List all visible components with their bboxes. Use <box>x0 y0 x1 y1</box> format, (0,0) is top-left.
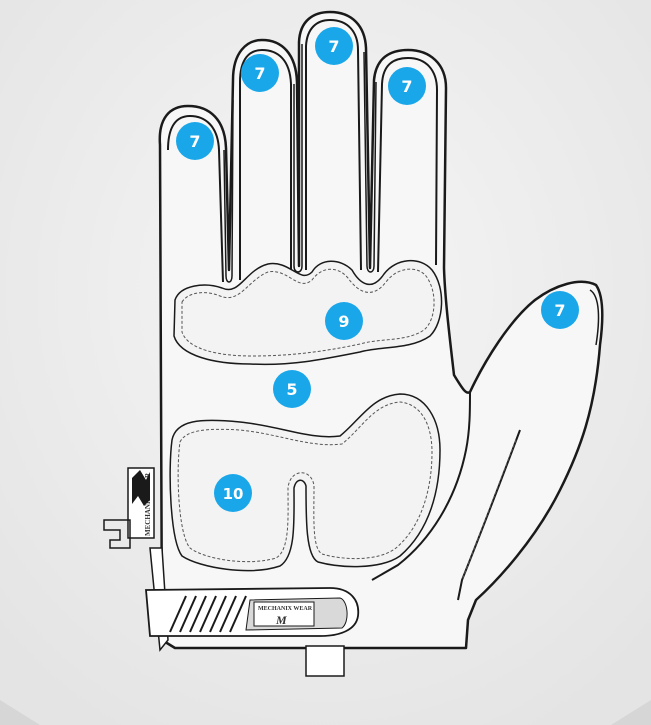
marker-palm-pad: 10 <box>214 474 252 512</box>
marker-thumb: 7 <box>541 291 579 329</box>
strap-label: MECHANIX WEAR <box>258 606 313 612</box>
marker-label: 7 <box>554 301 565 320</box>
marker-finger-index: 7 <box>388 67 426 105</box>
marker-label: 10 <box>223 485 244 503</box>
marker-palm: 5 <box>273 370 311 408</box>
marker-finger-ring: 7 <box>241 54 279 92</box>
marker-label: 9 <box>338 312 349 331</box>
marker-knuckle-pad: 9 <box>325 302 363 340</box>
marker-label: 7 <box>189 132 200 151</box>
cuff-loop <box>306 646 344 676</box>
marker-label: 7 <box>254 64 265 83</box>
marker-label: 7 <box>401 77 412 96</box>
marker-label: 5 <box>286 380 297 399</box>
strap-logo: M <box>275 613 287 627</box>
marker-label: 7 <box>328 37 339 56</box>
marker-finger-middle: 7 <box>315 27 353 65</box>
marker-finger-pinky: 7 <box>176 122 214 160</box>
